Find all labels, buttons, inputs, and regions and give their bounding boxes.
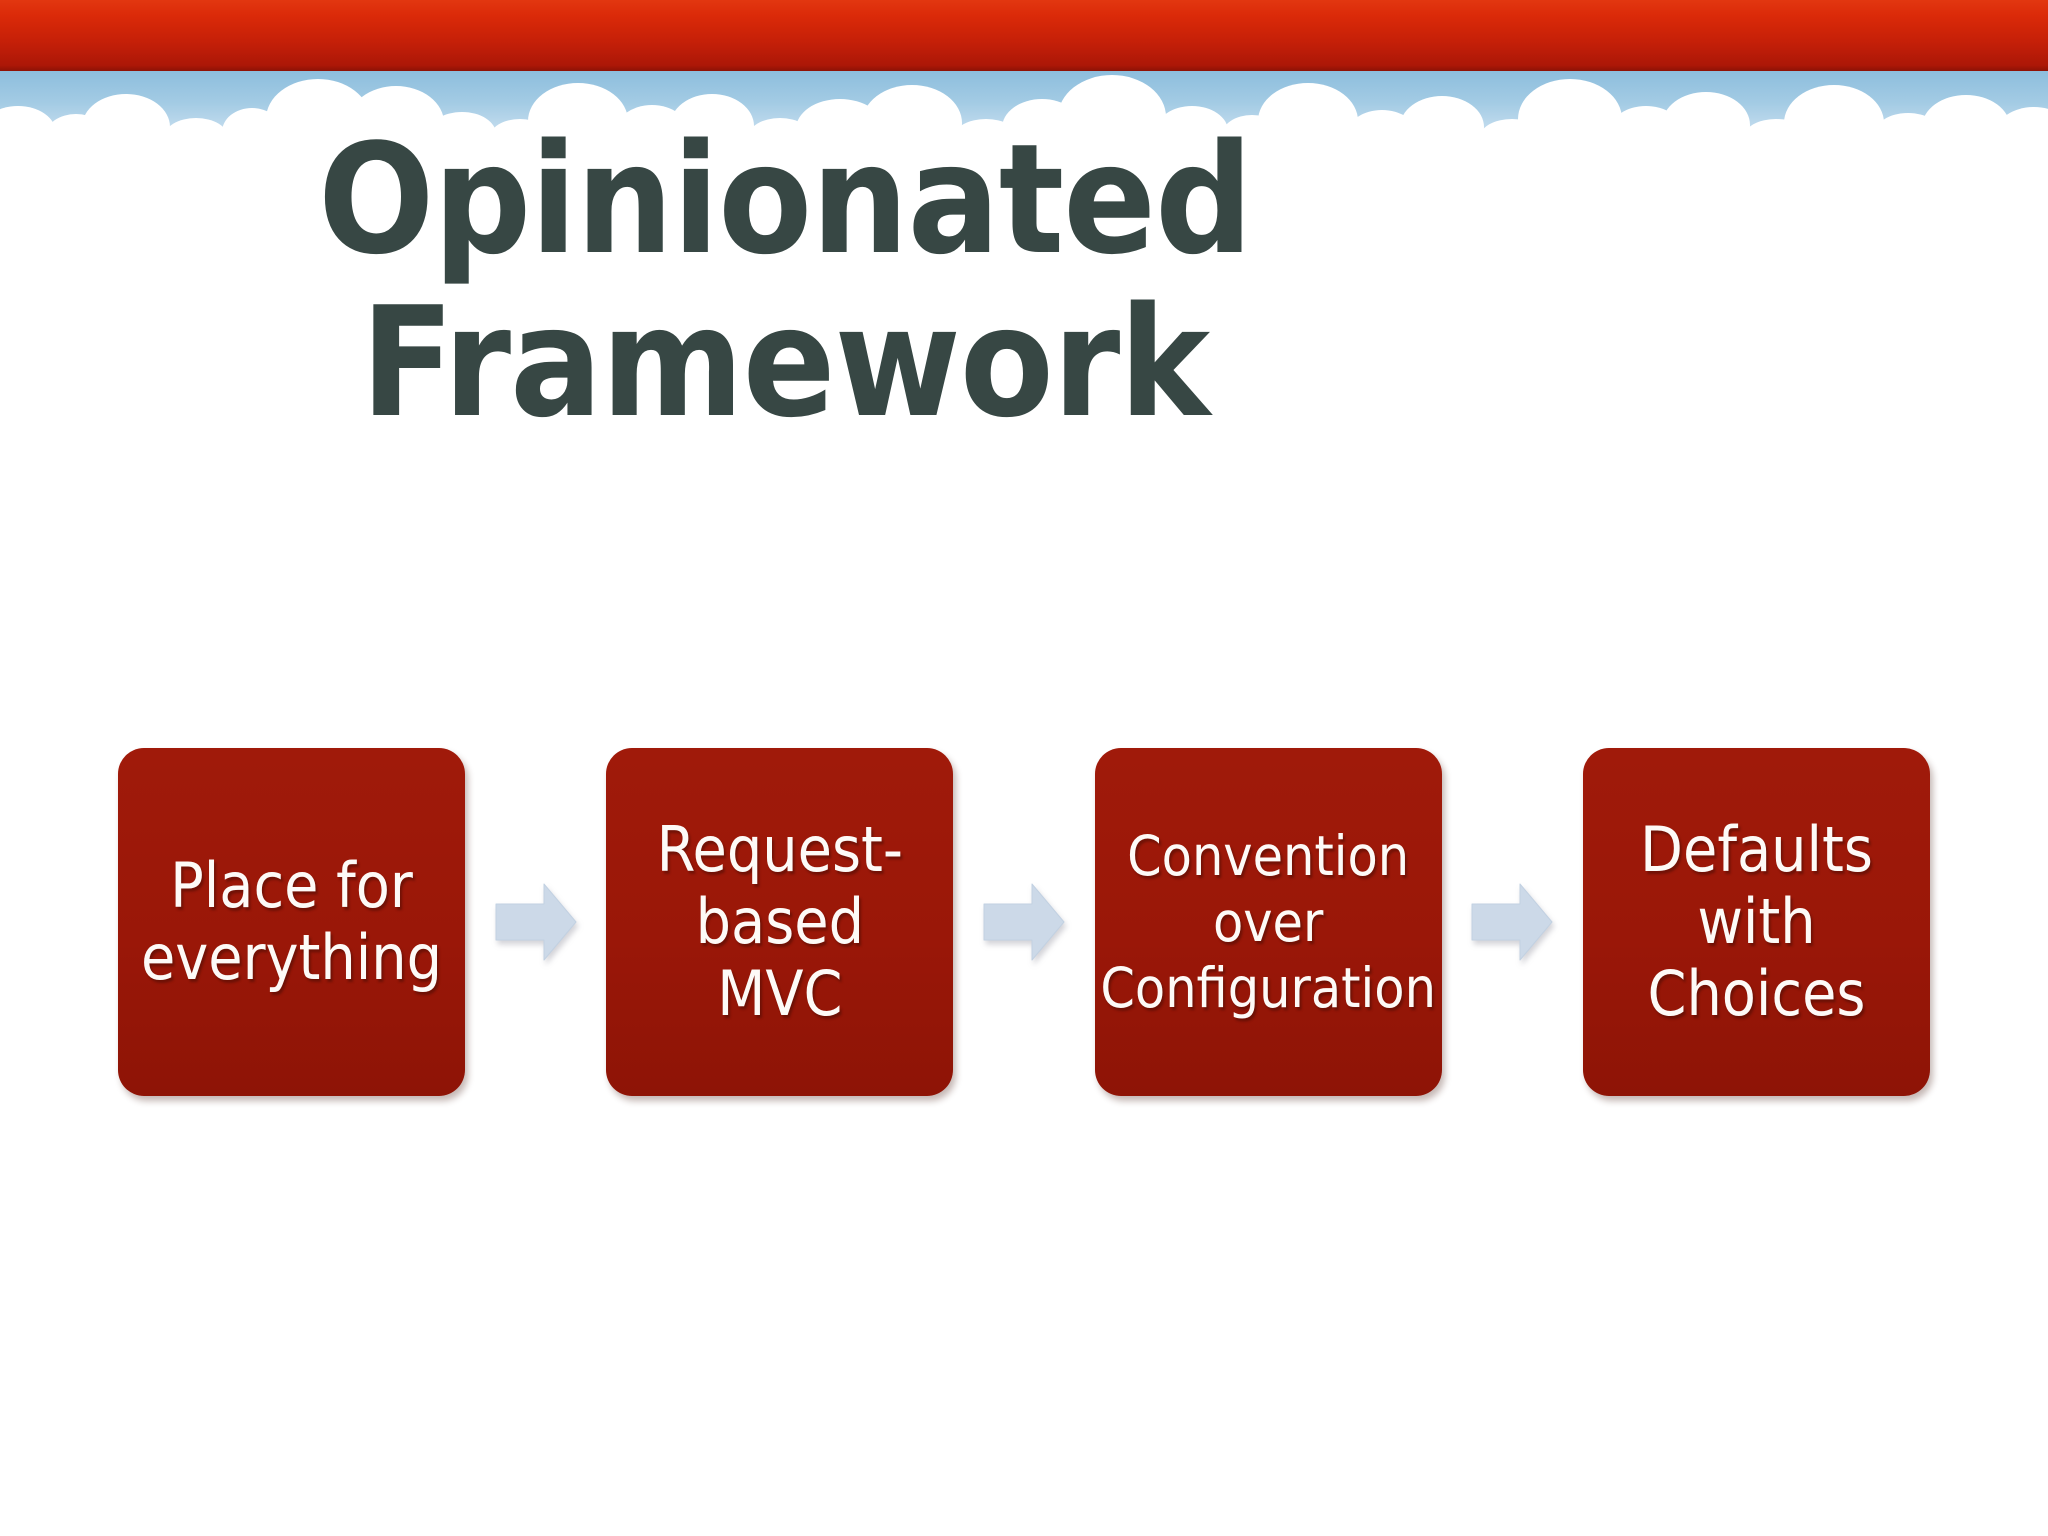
arrow-right-icon <box>983 883 1065 961</box>
arrow-right-icon <box>1471 883 1553 961</box>
page-title-line-2: Framework <box>360 274 1210 451</box>
flow-connector-1 <box>465 748 606 1096</box>
flow-connector-2 <box>953 748 1094 1096</box>
flow-step-4-label: Defaults with Choices <box>1640 813 1873 1030</box>
flow-step-2-label: Request- based MVC <box>656 813 904 1030</box>
red-banner-bar <box>0 0 2048 71</box>
flow-connector-3 <box>1442 748 1583 1096</box>
flow-step-1-label: Place for everything <box>140 849 443 994</box>
process-flow-diagram: Place for everything Request- based MVC … <box>118 748 1930 1096</box>
flow-step-2[interactable]: Request- based MVC <box>606 748 954 1096</box>
page-title-line-1: Opinionated <box>318 111 1253 288</box>
page-title: Opinionated Framework <box>0 118 1570 444</box>
cloud-band-icon <box>0 75 2048 150</box>
flow-step-3-label: Convention over Configuration <box>1100 824 1436 1020</box>
flow-step-1[interactable]: Place for everything <box>118 748 465 1096</box>
arrow-right-icon <box>495 883 577 961</box>
slide-header-decoration <box>0 0 2048 150</box>
flow-step-4[interactable]: Defaults with Choices <box>1582 748 1930 1096</box>
flow-step-3[interactable]: Convention over Configuration <box>1094 748 1442 1096</box>
